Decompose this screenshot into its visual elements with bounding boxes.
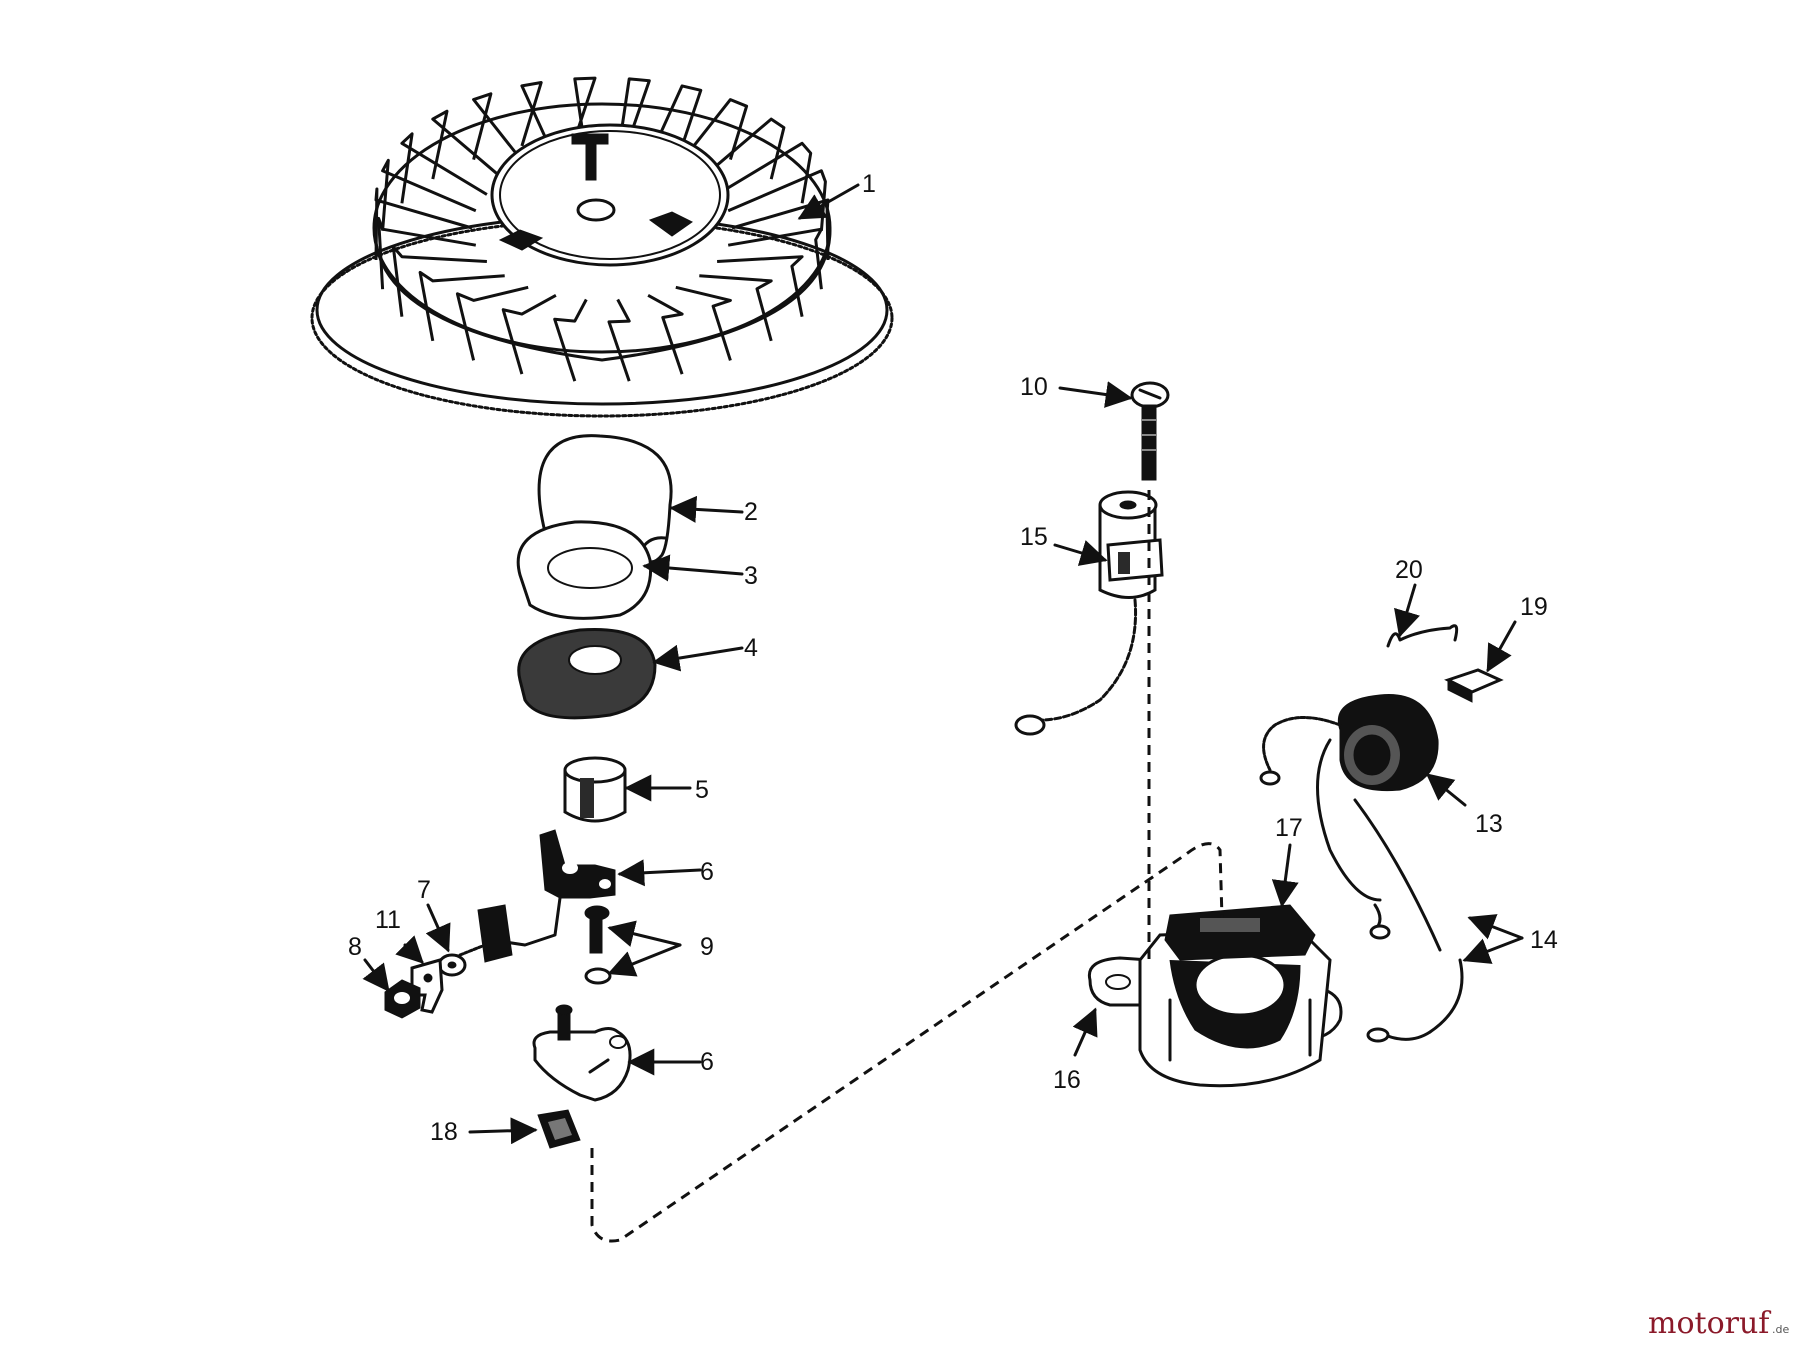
callout-14: 14 xyxy=(1530,926,1558,954)
callout-17: 17 xyxy=(1275,814,1303,842)
callout-13: 13 xyxy=(1475,810,1503,838)
callout-1: 1 xyxy=(862,170,876,198)
callout-11: 11 xyxy=(375,906,401,934)
breaker-arm xyxy=(458,829,616,963)
callout-2: 2 xyxy=(744,498,758,526)
callout-19: 19 xyxy=(1520,593,1548,621)
flywheel-fin xyxy=(646,84,703,162)
flywheel-fin xyxy=(374,187,473,261)
callout-7: 7 xyxy=(417,876,431,904)
callout-20: 20 xyxy=(1395,556,1423,584)
flywheel-fin xyxy=(699,274,773,342)
callout-3: 3 xyxy=(744,562,758,590)
coil-leads xyxy=(1316,738,1464,1043)
cover-plate xyxy=(516,520,653,620)
condenser xyxy=(1014,490,1164,736)
leader-lines xyxy=(362,183,1524,1145)
callout-labels: 1 2 3 4 5 6 7 8 9 6 10 11 13 14 15 16 17… xyxy=(348,170,1558,1146)
bushing xyxy=(563,756,627,823)
nut xyxy=(384,979,421,1019)
flywheel-fin xyxy=(381,158,477,231)
flywheel-fin xyxy=(501,293,557,375)
dashed-routing-line xyxy=(590,842,1224,1243)
flywheel-fin xyxy=(616,77,651,157)
callout-6-upper: 6 xyxy=(700,858,714,886)
flywheel-fin xyxy=(647,293,684,375)
flywheel-fin xyxy=(573,76,597,157)
flywheel-fin xyxy=(553,298,588,382)
flywheel-fin xyxy=(455,285,529,361)
callout-16: 16 xyxy=(1053,1066,1081,1094)
screw-9 xyxy=(584,905,612,985)
callout-8: 8 xyxy=(348,933,362,961)
screw-10 xyxy=(1130,381,1170,481)
flywheel-fin xyxy=(431,109,506,182)
flywheel-fin xyxy=(674,98,749,170)
washer xyxy=(437,953,467,977)
callout-18: 18 xyxy=(430,1118,458,1146)
flywheel-fin xyxy=(607,298,631,382)
flywheel-fin xyxy=(377,216,477,290)
callout-4: 4 xyxy=(744,634,758,662)
ignition-coil xyxy=(1259,694,1439,792)
flywheel-fin xyxy=(717,255,804,317)
flywheel-fin xyxy=(520,81,558,162)
gasket xyxy=(517,627,657,720)
small-pad xyxy=(1444,668,1504,703)
flywheel-fin xyxy=(698,117,786,182)
breaker-plate xyxy=(532,1004,632,1102)
callout-10: 10 xyxy=(1020,373,1048,401)
flywheel-fin xyxy=(391,245,487,317)
flywheel-fin xyxy=(727,227,823,290)
flywheel-fin xyxy=(418,270,505,342)
callout-9: 9 xyxy=(700,933,714,961)
flywheel xyxy=(310,76,894,418)
watermark-brand: motoruf xyxy=(1648,1306,1771,1341)
watermark: motoruf .de xyxy=(1648,1306,1789,1341)
breaker-box xyxy=(1087,904,1343,1088)
callout-6-lower: 6 xyxy=(700,1048,714,1076)
flywheel-fin xyxy=(472,92,530,170)
callout-5: 5 xyxy=(695,776,709,804)
watermark-tld: .de xyxy=(1772,1323,1789,1336)
wire-clip xyxy=(1386,624,1459,648)
felt-pad xyxy=(537,1109,581,1149)
callout-15: 15 xyxy=(1020,523,1048,551)
flywheel-fin xyxy=(400,132,488,204)
flywheel-fin xyxy=(675,285,732,361)
